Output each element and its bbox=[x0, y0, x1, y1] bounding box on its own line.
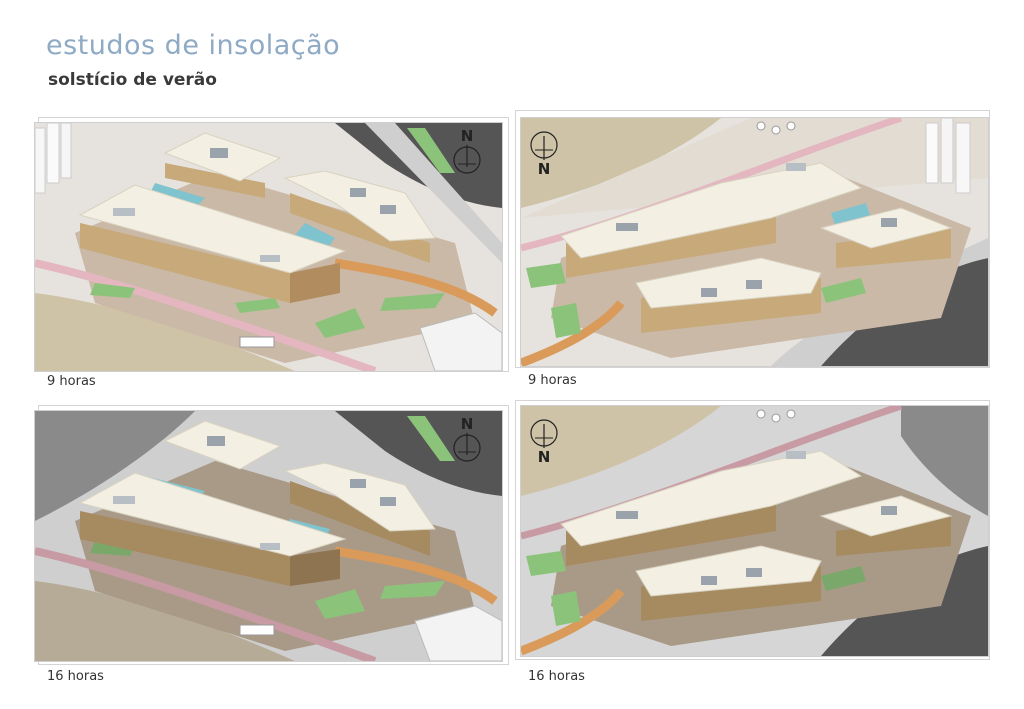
insolation-panel-bottom-left: N bbox=[34, 410, 503, 662]
panel-caption-bottom-right: 16 horas bbox=[528, 669, 585, 684]
page-subtitle: solstício de verão bbox=[48, 70, 217, 90]
site-rendering bbox=[521, 406, 988, 656]
page-title: estudos de insolação bbox=[46, 30, 341, 61]
panel-caption-top-right: 9 horas bbox=[528, 373, 577, 388]
north-arrow: N bbox=[452, 415, 482, 471]
north-label: N bbox=[460, 127, 474, 145]
site-rendering bbox=[35, 123, 502, 371]
north-label: N bbox=[537, 448, 551, 466]
insolation-panel-top-right: N bbox=[520, 117, 989, 367]
north-label: N bbox=[537, 160, 551, 178]
insolation-panel-top-left: N bbox=[34, 122, 503, 372]
compass-icon bbox=[530, 131, 558, 160]
north-arrow: N bbox=[529, 130, 559, 186]
site-rendering bbox=[35, 411, 502, 661]
north-arrow: N bbox=[452, 127, 482, 183]
north-label: N bbox=[460, 415, 474, 433]
site-rendering bbox=[521, 118, 988, 366]
compass-icon bbox=[453, 433, 481, 462]
compass-icon bbox=[530, 419, 558, 448]
north-arrow: N bbox=[529, 418, 559, 474]
panel-caption-top-left: 9 horas bbox=[47, 374, 96, 389]
insolation-panel-bottom-right: N bbox=[520, 405, 989, 657]
panel-caption-bottom-left: 16 horas bbox=[47, 669, 104, 684]
compass-icon bbox=[453, 145, 481, 174]
